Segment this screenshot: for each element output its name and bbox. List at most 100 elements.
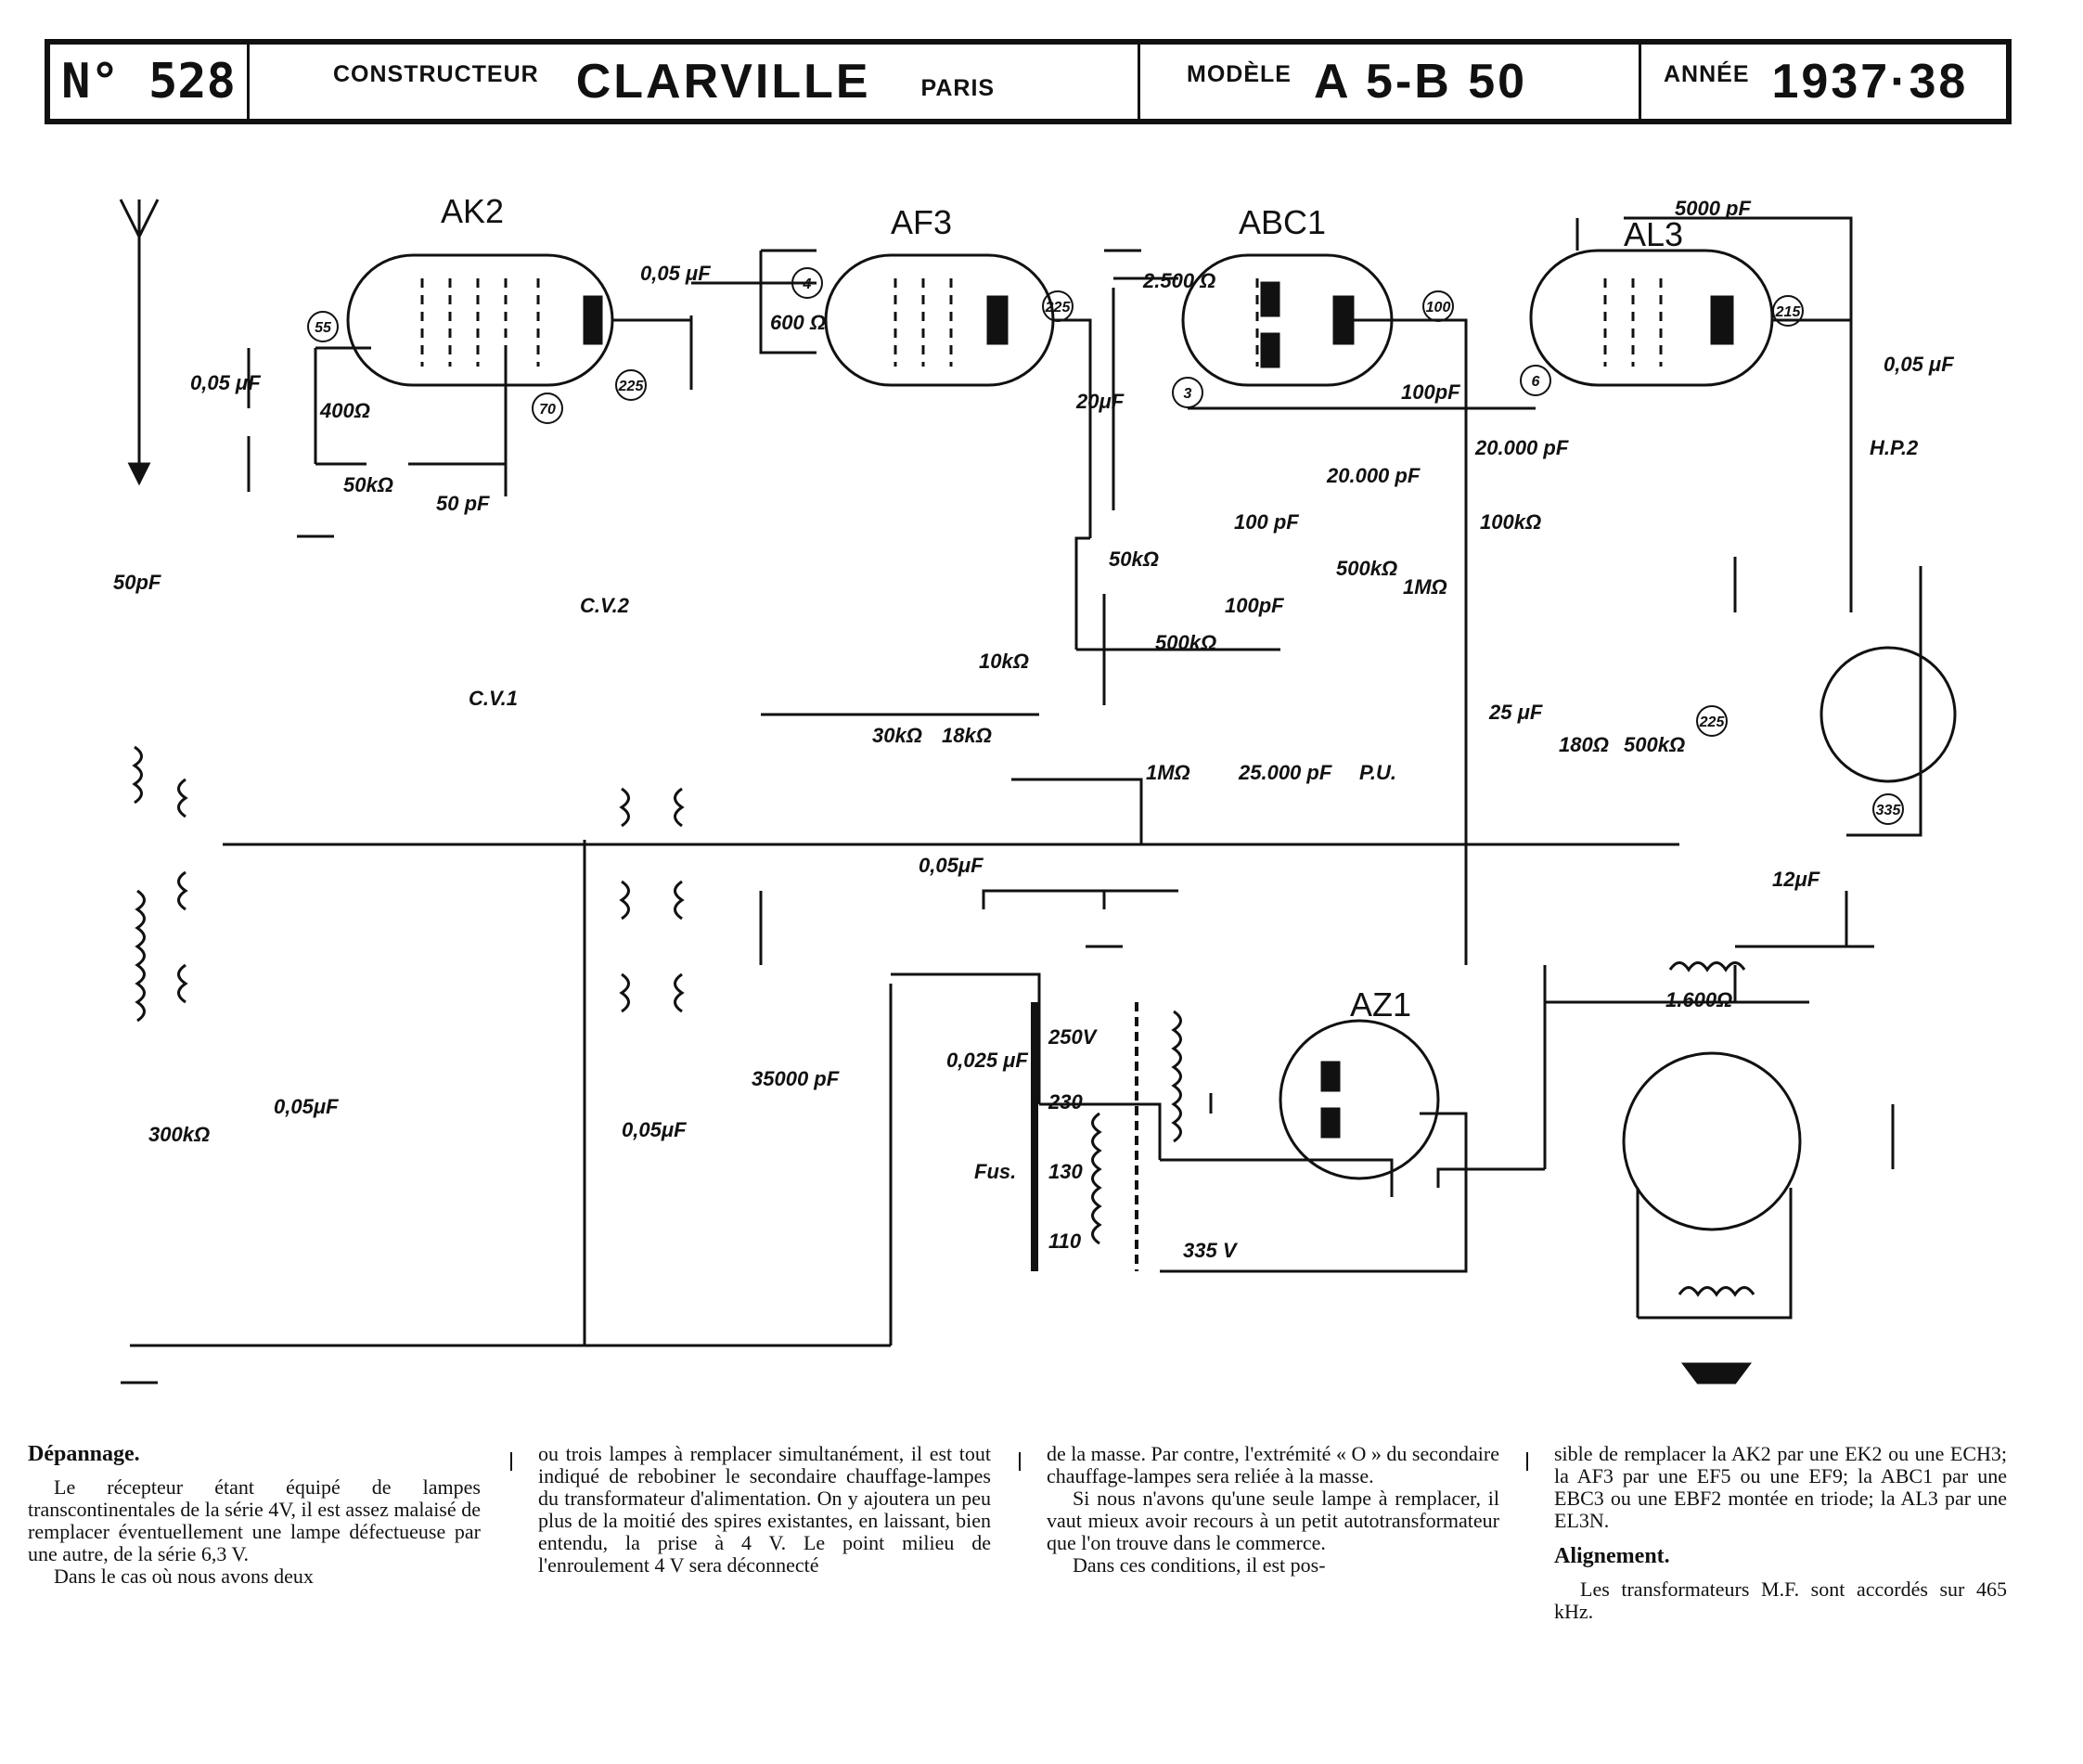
voltage-55: 55 [315,320,332,336]
voltage-6: 6 [1532,374,1540,390]
text-paragraph: Dans ces conditions, il est pos- [1073,1553,1326,1577]
tube-label-abc1: ABC1 [1239,203,1326,241]
hp-plug [1819,646,1957,783]
alignement-heading: Alignement. [1554,1544,1670,1568]
schema-number: N° 528 [50,45,250,119]
label-v110: 110 [1048,1230,1082,1253]
label-c-12uf: 12μF [1772,868,1820,891]
label-c-100pf-b: 100 pF [1234,510,1299,534]
label-v250: 250V [1048,1025,1099,1049]
label-c-005-ak2: 0,05 μF [190,371,261,394]
hp-socket [1622,1051,1802,1231]
speaker-icon [1681,1362,1752,1384]
tube-az1 [1279,1019,1440,1180]
modele-cell: MODÈLE A 5-B 50 [1140,45,1641,119]
circuit-schematic: AK2 AF3 ABC1 AL3 AZ1 0,05 μF 400Ω 50kΩ 5… [113,192,1957,1384]
text-paragraph: Les transformateurs M.F. sont accordés s… [1554,1577,2007,1623]
constructeur-city: PARIS [920,75,996,101]
column-divider [1526,1452,1530,1471]
label-v130: 130 [1048,1160,1083,1183]
label-r-500k-b: 500kΩ [1155,631,1216,654]
text-paragraph: Le récepteur étant équipé de lampes tran… [28,1475,481,1565]
label-r-300k: 300kΩ [148,1123,210,1146]
label-c-35000: 35000 pF [752,1067,840,1090]
label-c-25uf: 25 μF [1488,701,1543,724]
voltage-3: 3 [1184,386,1192,402]
text-column-3: de la masse. Par contre, l'extrémité « O… [1047,1443,1499,1577]
label-r-1m-a: 1MΩ [1403,575,1447,599]
tube-label-ak2: AK2 [441,192,504,230]
label-r-400: 400Ω [319,399,370,422]
label-c-005-low2: 0,05μF [622,1118,687,1141]
label-c-20000pf-a: 20.000 pF [1326,464,1421,487]
voltage-100: 100 [1426,300,1451,315]
label-r-100k: 100kΩ [1480,510,1541,534]
label-c-20000pf-b: 20.000 pF [1474,436,1569,459]
modele-name: A 5-B 50 [1313,55,1528,109]
label-cv2: C.V.2 [580,594,630,617]
voltage-4: 4 [803,277,812,292]
voltage-215: 215 [1775,304,1802,320]
text-paragraph: Si nous n'avons qu'une seule lampe à rem… [1047,1487,1499,1554]
label-cv1: C.V.1 [469,687,518,710]
label-fus: Fus. [974,1160,1016,1183]
label-hp2: H.P.2 [1870,436,1919,459]
tube-label-az1: AZ1 [1350,985,1411,1024]
label-c-0025: 0,025 μF [946,1049,1028,1072]
label-pu: P.U. [1359,761,1396,784]
text-paragraph: Dans le cas où nous avons deux [54,1564,314,1588]
text-column-2: ou trois lampes à remplacer simultanémen… [538,1443,991,1577]
label-r-500k-c: 500kΩ [1624,733,1685,756]
constructeur-name: CLARVILLE [575,55,871,109]
column-divider [510,1452,514,1471]
text-column-4: sible de remplacer la AK2 par une EK2 ou… [1554,1443,2007,1623]
text-paragraph: sible de remplacer la AK2 par une EK2 ou… [1554,1442,2007,1532]
label-v335: 335 V [1183,1239,1239,1262]
label-r-600: 600 Ω [770,311,826,334]
label-c-25000: 25.000 pF [1238,761,1332,784]
label-r-50k-b: 50kΩ [1109,547,1159,571]
label-r-500k-pot: 500kΩ [1336,557,1397,580]
tube-label-al3: AL3 [1624,215,1683,253]
label-c-005-low: 0,05μF [274,1095,339,1118]
label-c-5000pf: 5000 pF [1675,197,1751,220]
voltage-225b: 225 [1045,300,1072,315]
tube-label-af3: AF3 [891,203,952,241]
voltage-70: 70 [539,402,556,418]
label-c-50pf-grid: 50 pF [436,492,490,515]
constructeur-label: CONSTRUCTEUR [333,61,539,87]
label-c-100pf-c: 100pF [1225,594,1284,617]
modele-label: MODÈLE [1187,61,1292,87]
label-r-2500: 2.500 Ω [1142,269,1215,292]
label-r-1600: 1.600Ω [1665,988,1732,1011]
label-r-18k: 18kΩ [942,724,992,747]
label-r-30k: 30kΩ [872,724,922,747]
tube-af3 [824,253,1055,387]
label-c-20uf: 20μF [1075,390,1125,413]
label-c-005-mid: 0,05μF [919,854,984,877]
column-divider [1019,1452,1022,1471]
label-c-005-al3: 0,05 μF [1884,353,1954,376]
voltage-225a: 225 [618,379,645,394]
label-r-180: 180Ω [1559,733,1609,756]
voltage-335: 335 [1876,803,1902,818]
annee-cell: ANNÉE 1937·38 [1641,45,2006,119]
label-r-50k: 50kΩ [343,473,393,496]
tube-ak2 [346,253,614,387]
header-banner: N° 528 CONSTRUCTEUR CLARVILLE PARIS MODÈ… [45,39,2012,124]
antenna-icon [119,199,160,486]
label-r-1m-b: 1MΩ [1146,761,1190,784]
label-r-10k: 10kΩ [979,650,1029,673]
text-paragraph: ou trois lampes à remplacer simultanémen… [538,1442,991,1577]
coil-group [132,745,1755,1297]
tube-al3 [1529,249,1774,387]
label-c-50pf-ant: 50pF [113,571,161,594]
annee-value: 1937·38 [1771,55,1969,109]
text-paragraph: de la masse. Par contre, l'extrémité « O… [1047,1442,1499,1487]
voltage-225c: 225 [1699,715,1726,730]
label-c-005-af3: 0,05 μF [640,262,711,285]
label-v230: 230 [1048,1090,1083,1114]
constructeur-cell: CONSTRUCTEUR CLARVILLE PARIS [250,45,1140,119]
label-c-100pf-a: 100pF [1401,380,1460,404]
text-column-1: Dépannage. Le récepteur étant équipé de … [28,1443,481,1588]
